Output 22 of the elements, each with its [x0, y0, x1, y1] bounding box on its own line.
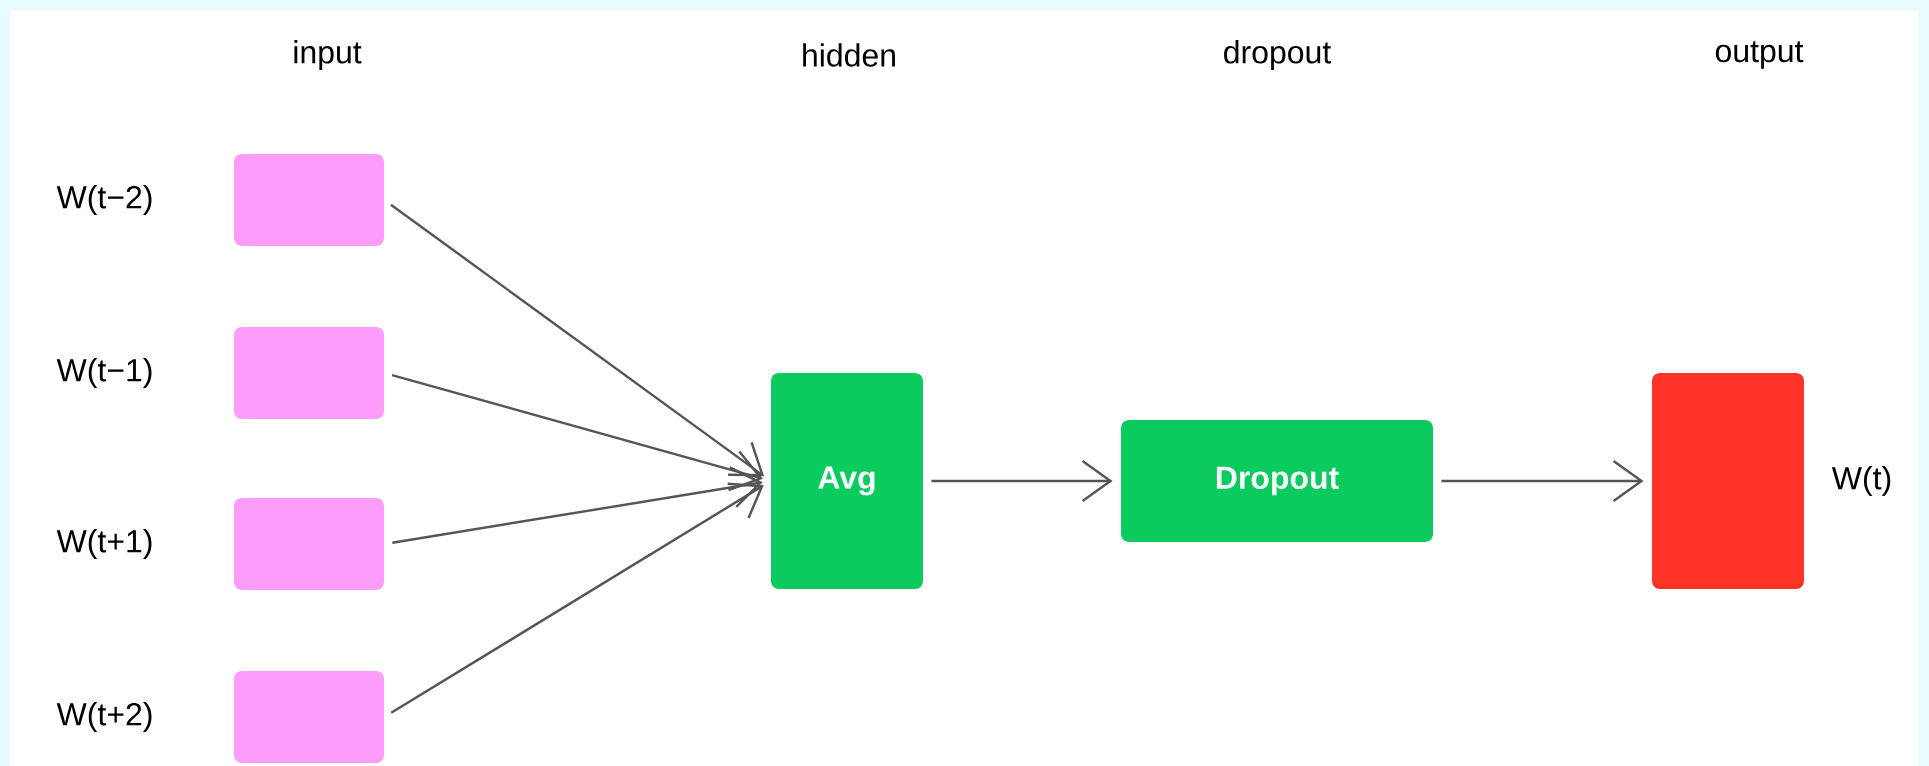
layer-box [1652, 373, 1804, 589]
column-heading: input [294, 40, 362, 70]
column-heading: dropout [1224, 40, 1331, 70]
process-box: Dropout [1121, 420, 1433, 542]
arrow [392, 466, 763, 544]
word-label: W(t−2) [56, 185, 152, 215]
word-label: W(t) [1831, 466, 1891, 496]
arrow [390, 203, 765, 477]
arrow [391, 374, 763, 492]
arrow [1441, 460, 1644, 502]
word-label: W(t+1) [56, 529, 152, 559]
column-heading: hidden [803, 43, 895, 67]
layer-box [234, 154, 384, 246]
column-heading: output [1715, 41, 1804, 69]
word-label: W(t+2) [56, 702, 152, 732]
arrow [931, 460, 1113, 502]
layer-box [234, 327, 384, 419]
layer-box [234, 671, 384, 763]
arrow [390, 482, 764, 714]
layer-box [234, 498, 384, 590]
word-label: W(t−1) [56, 358, 152, 388]
process-box: Avg [771, 373, 923, 589]
